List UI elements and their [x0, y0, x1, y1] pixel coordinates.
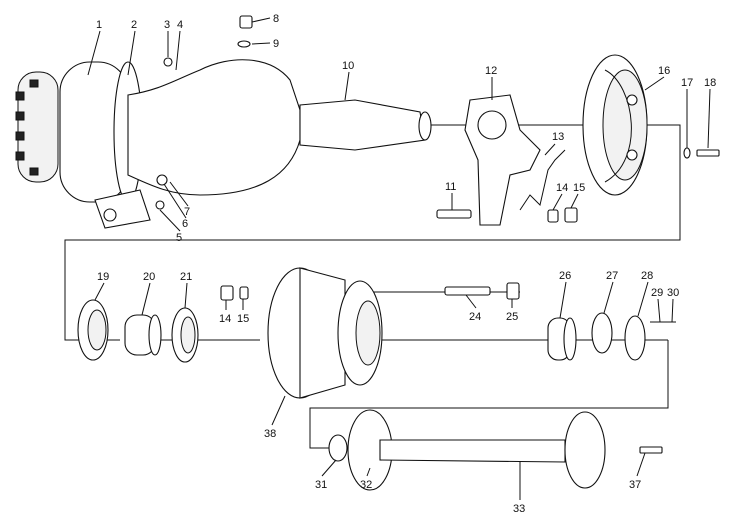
label-part-1: 1	[96, 19, 102, 31]
label-part-20: 20	[143, 271, 155, 283]
label-part-7: 7	[184, 206, 190, 218]
axle-shaft-assembly	[328, 409, 663, 491]
label-part-27: 27	[606, 270, 618, 282]
label-part-2: 2	[131, 19, 137, 31]
label-part-5: 5	[176, 232, 182, 244]
label-part-18: 18	[704, 77, 716, 89]
bearing-set-left	[77, 285, 249, 363]
label-part-3: 3	[164, 19, 170, 31]
label-part-13: 13	[552, 131, 564, 143]
label-part-15-top: 15	[573, 182, 585, 194]
label-part-6: 6	[182, 218, 188, 230]
label-part-17: 17	[681, 77, 693, 89]
label-part-10: 10	[342, 60, 354, 72]
brake-shoe-assembly	[582, 54, 720, 196]
label-part-16: 16	[658, 65, 670, 77]
label-part-26: 26	[559, 270, 571, 282]
label-part-28: 28	[641, 270, 653, 282]
label-part-15-mid: 15	[237, 313, 249, 325]
part-number-labels: 1 2 3 4 5 6 7 8 9 10 11 12 13 14 15 16 1…	[96, 13, 716, 515]
label-part-11: 11	[445, 181, 456, 193]
label-part-29: 29	[651, 287, 663, 299]
label-part-25: 25	[506, 311, 518, 323]
label-part-31: 31	[315, 479, 327, 491]
label-part-12: 12	[485, 65, 497, 77]
label-part-9: 9	[273, 38, 279, 50]
label-part-4: 4	[177, 19, 183, 31]
axle-housing-assembly	[15, 15, 432, 229]
label-part-37: 37	[629, 479, 641, 491]
label-part-38: 38	[264, 428, 276, 440]
label-part-14-top: 14	[556, 182, 568, 194]
label-part-14-mid: 14	[219, 313, 231, 325]
label-part-21: 21	[180, 271, 192, 283]
brake-anchor-assembly	[436, 94, 578, 226]
label-part-8: 8	[273, 13, 279, 25]
label-part-24: 24	[469, 311, 481, 323]
brake-drum-hub	[267, 267, 520, 399]
bearing-set-right	[547, 312, 676, 361]
label-part-19: 19	[97, 271, 109, 283]
label-part-33: 33	[513, 503, 525, 515]
leader-lines	[87, 17, 711, 500]
label-part-32: 32	[360, 479, 372, 491]
label-part-30: 30	[667, 287, 679, 299]
